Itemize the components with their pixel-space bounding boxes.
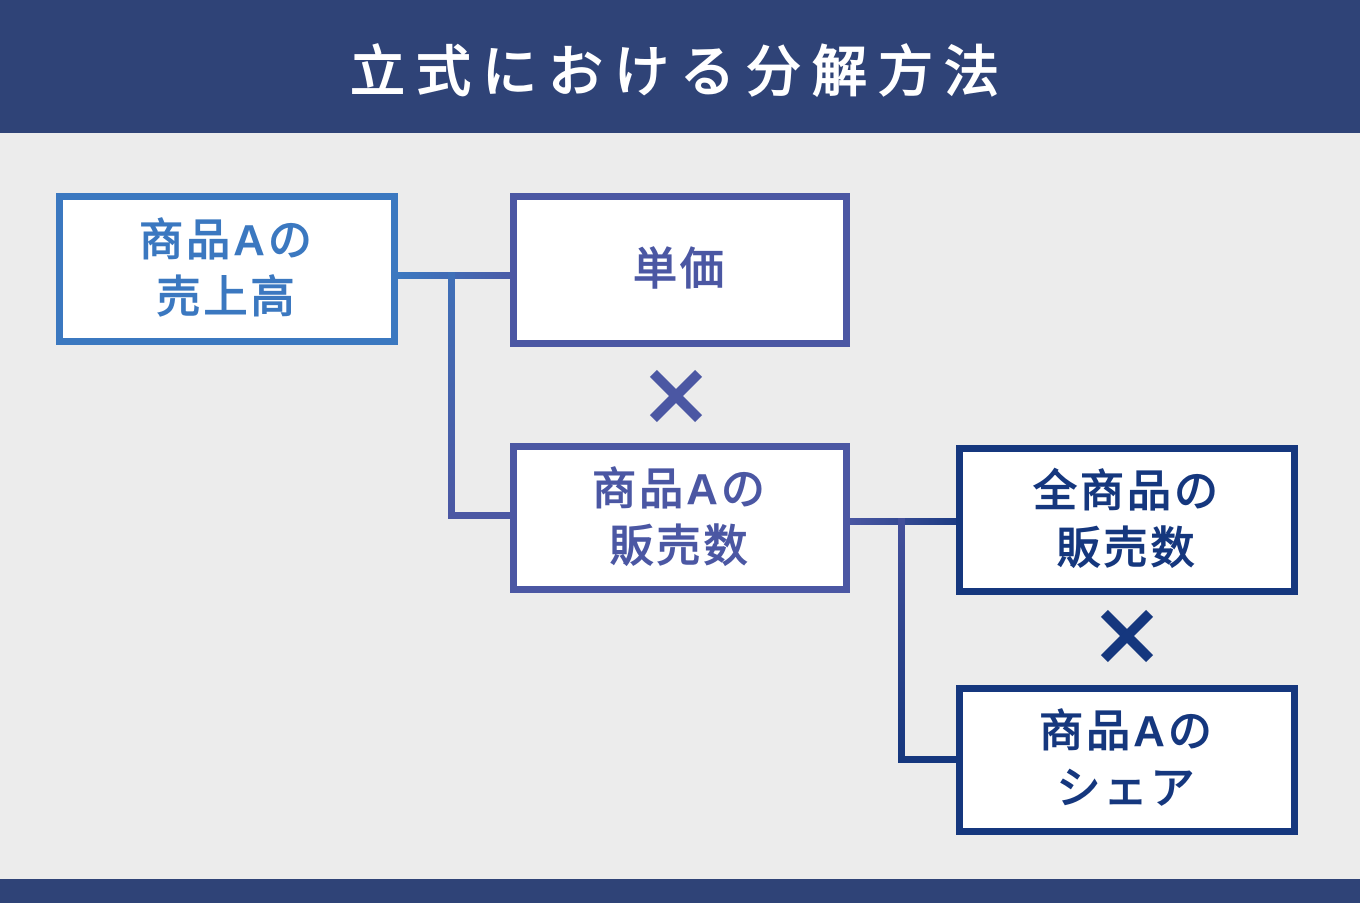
footer-band xyxy=(0,879,1360,903)
box-product-a-quantity: 商品Aの 販売数 xyxy=(510,443,850,593)
box-product-a-revenue: 商品Aの 売上高 xyxy=(56,193,398,345)
box-product-a-share: 商品Aの シェア xyxy=(956,685,1298,835)
multiply-icon xyxy=(649,369,703,423)
title-band: 立式における分解方法 xyxy=(0,0,1360,133)
connector-root-to-branch xyxy=(398,272,514,279)
page-title: 立式における分解方法 xyxy=(349,38,1010,104)
multiply-icon xyxy=(1100,609,1154,663)
connector-branch-vertical-right xyxy=(898,518,905,763)
box-unit-price: 単価 xyxy=(510,193,850,347)
connector-branch-vertical-left xyxy=(448,272,455,519)
connector-to-share-box xyxy=(898,756,962,763)
connector-to-quantity-box xyxy=(448,512,514,519)
box-all-products-quantity: 全商品の 販売数 xyxy=(956,445,1298,595)
